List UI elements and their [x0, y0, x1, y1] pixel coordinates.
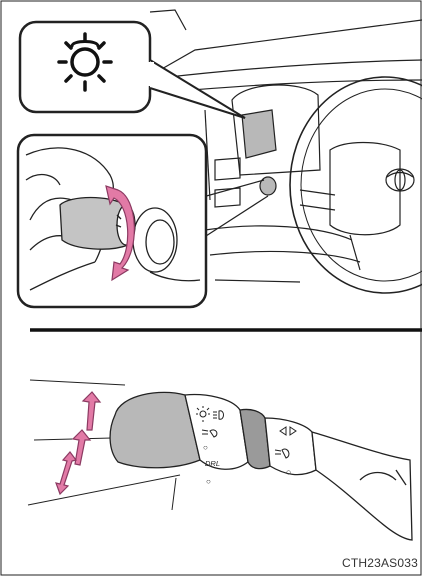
movement-arrows: [56, 392, 100, 494]
figure-code: CTH23AS033: [342, 556, 418, 570]
switch-mark-off: ○: [203, 443, 208, 452]
hand-switch-inset: [18, 135, 206, 307]
lever-mark-off: ○: [206, 477, 211, 486]
headlight-callout: [20, 22, 245, 118]
fog-switch-off-mark: ○: [286, 467, 291, 477]
lever-detail: ○ DRL ○ ○: [28, 380, 412, 540]
switch-mark-drl: DRL: [205, 459, 220, 468]
